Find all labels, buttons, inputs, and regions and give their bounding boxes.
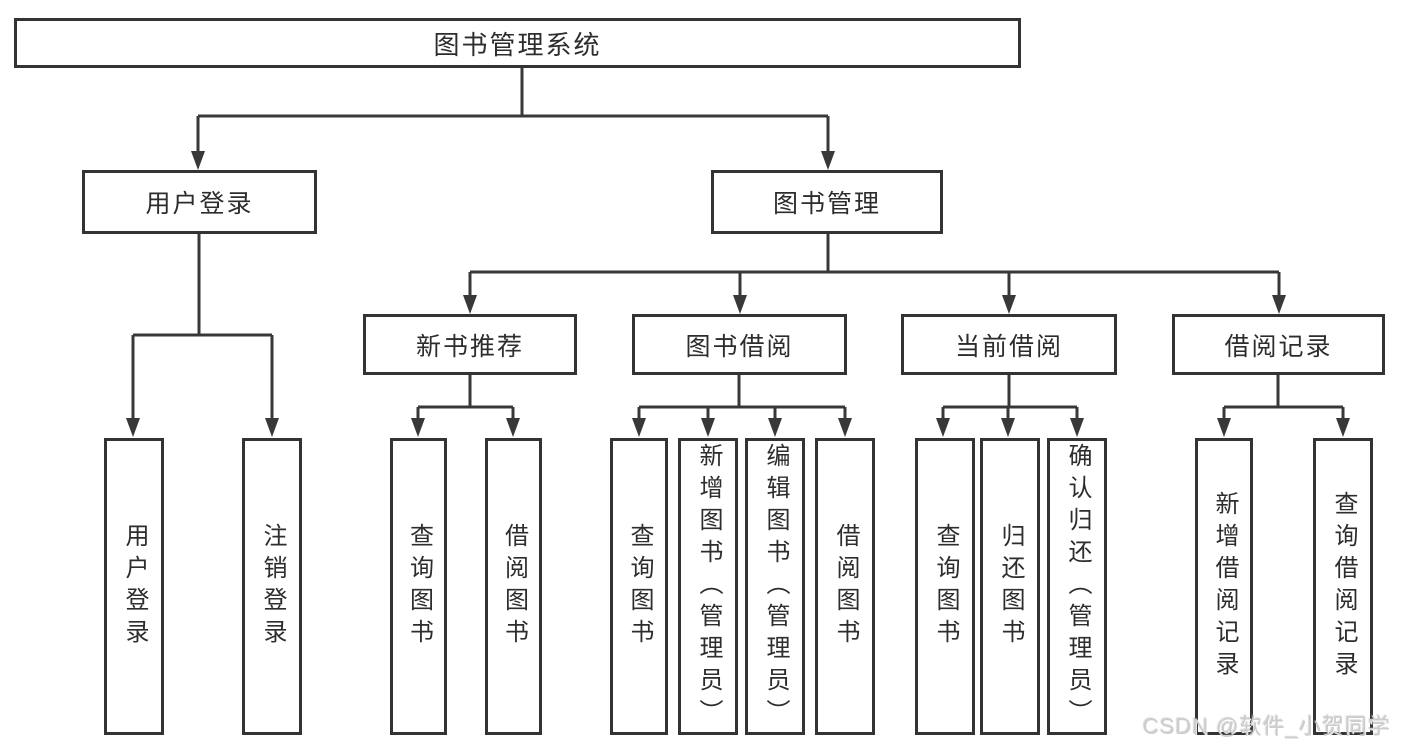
node-user-login: 用户登录 [82,170,317,234]
leaf-query-book-2: 查询图书 [610,438,668,735]
leaf-query-book-1-label: 查询图书 [405,522,433,651]
leaf-query-book-3: 查询图书 [915,438,975,735]
leaf-query-book-1: 查询图书 [390,438,447,735]
leaf-borrow-book-2: 借阅图书 [815,438,875,735]
leaf-add-book-admin-label: 新增图书（管理员） [695,442,722,731]
leaf-add-book-admin: 新增图书（管理员） [678,438,738,735]
node-root: 图书管理系统 [14,18,1021,68]
leaf-logout-label: 注销登录 [259,522,286,651]
leaf-add-borrow-record-label: 新增借阅记录 [1211,490,1238,683]
leaf-logout: 注销登录 [242,438,302,735]
leaf-confirm-return-admin: 确认归还（管理员） [1047,438,1107,735]
node-book-management: 图书管理 [711,170,943,234]
leaf-borrow-book-2-label: 借阅图书 [832,522,859,651]
leaf-return-book-label: 归还图书 [997,522,1024,651]
node-book-management-label: 图书管理 [772,190,881,218]
leaf-user-login: 用户登录 [104,438,164,735]
leaf-add-borrow-record: 新增借阅记录 [1195,438,1253,735]
node-borrow-records-label: 借阅记录 [1224,332,1333,361]
node-current-borrow: 当前借阅 [901,314,1117,375]
node-book-borrow: 图书借阅 [632,314,847,375]
node-borrow-records: 借阅记录 [1172,314,1385,375]
node-new-book-recommend-label: 新书推荐 [415,332,524,361]
leaf-borrow-book-1: 借阅图书 [485,438,542,735]
leaf-edit-book-admin-label: 编辑图书（管理员） [762,442,789,731]
leaf-confirm-return-admin-label: 确认归还（管理员） [1064,442,1091,731]
leaf-query-book-2-label: 查询图书 [626,522,653,651]
leaf-edit-book-admin: 编辑图书（管理员） [745,438,805,735]
leaf-query-book-3-label: 查询图书 [932,522,959,651]
csdn-watermark: CSDN @软件_小贺同学 [1142,714,1391,739]
node-current-borrow-label: 当前借阅 [954,332,1063,361]
node-book-borrow-label: 图书借阅 [685,332,794,361]
leaf-borrow-book-1-label: 借阅图书 [500,522,528,651]
leaf-query-borrow-record: 查询借阅记录 [1313,438,1373,735]
leaf-return-book: 归还图书 [980,438,1040,735]
leaf-user-login-label: 用户登录 [121,522,148,651]
node-new-book-recommend: 新书推荐 [363,314,577,375]
leaf-query-borrow-record-label: 查询借阅记录 [1330,490,1357,683]
node-user-login-label: 用户登录 [145,190,254,218]
node-root-label: 图书管理系统 [433,29,602,60]
